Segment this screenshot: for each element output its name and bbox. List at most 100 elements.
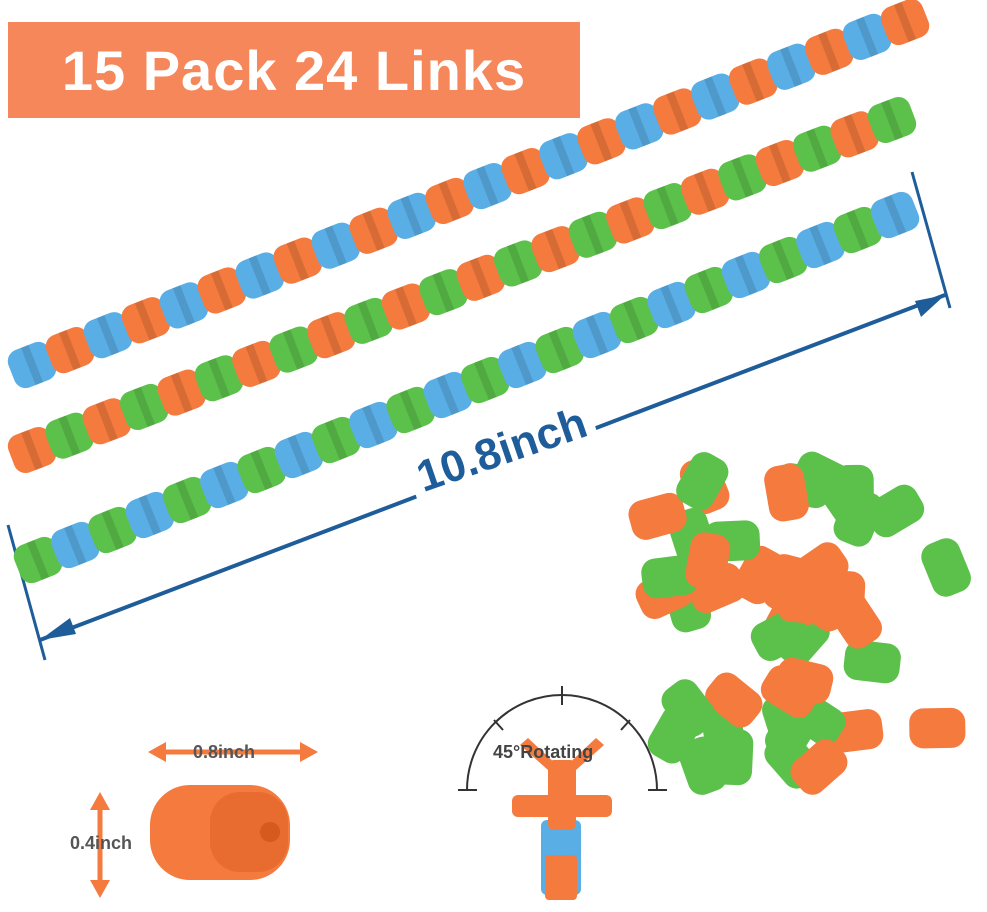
chain-link bbox=[45, 326, 95, 374]
chain-link bbox=[83, 312, 133, 359]
chain-link-joint bbox=[436, 374, 460, 416]
chain-link bbox=[796, 221, 845, 269]
chain-link-joint bbox=[250, 449, 273, 491]
chain-link bbox=[119, 383, 169, 431]
loose-link bbox=[641, 555, 699, 599]
chain-link-joint bbox=[248, 255, 271, 296]
chain-link bbox=[842, 13, 892, 61]
chain-link-joint bbox=[544, 229, 567, 270]
chain-link-joint bbox=[619, 200, 642, 241]
chain-link bbox=[880, 0, 930, 46]
chain-link-joint bbox=[628, 106, 651, 147]
chain-link bbox=[306, 312, 356, 359]
chain-link bbox=[425, 177, 474, 225]
chain-link-joint bbox=[893, 1, 917, 43]
toy-chain-blue-green bbox=[13, 191, 920, 584]
chain-link-joint bbox=[58, 415, 81, 456]
chain-link-joint bbox=[473, 359, 497, 401]
chain-link-joint bbox=[806, 128, 829, 169]
chain-link-joint bbox=[357, 300, 380, 341]
chain-link bbox=[344, 297, 393, 344]
single-link-dimension bbox=[90, 742, 318, 898]
chain-link-joint bbox=[511, 344, 534, 386]
chain-link bbox=[311, 222, 360, 269]
chain-link bbox=[539, 133, 588, 180]
chain-link-joint bbox=[96, 315, 119, 356]
chain-link-joint bbox=[469, 257, 492, 298]
chain-link bbox=[162, 476, 212, 524]
chain-link-joint bbox=[694, 171, 716, 212]
toy-chain-orange-green bbox=[7, 96, 917, 474]
chain-link-joint bbox=[697, 269, 720, 311]
loose-link bbox=[843, 640, 901, 684]
chain-link-joint bbox=[809, 224, 832, 266]
chain-link bbox=[194, 355, 244, 402]
chain-link bbox=[274, 431, 324, 479]
chain-link-joint bbox=[245, 343, 268, 385]
chain-link-joint bbox=[20, 344, 44, 386]
loose-link bbox=[705, 672, 763, 728]
loose-link bbox=[712, 728, 754, 786]
chain-link bbox=[125, 491, 175, 539]
chain-link bbox=[82, 398, 131, 445]
chain-link bbox=[653, 88, 702, 135]
rotation-label: 45°Rotating bbox=[493, 742, 594, 762]
chain-link bbox=[273, 237, 322, 284]
chain-link bbox=[572, 311, 622, 359]
chain-link-joint bbox=[846, 209, 869, 251]
chain-link bbox=[501, 148, 550, 195]
chain-link-joint bbox=[134, 300, 157, 341]
chain-link bbox=[615, 103, 664, 150]
chain-link bbox=[463, 162, 512, 210]
chain-link-joint bbox=[324, 419, 348, 461]
chain-link-joint bbox=[170, 372, 193, 413]
chain-link-joint bbox=[138, 494, 161, 536]
loose-link bbox=[685, 532, 731, 591]
chain-link bbox=[423, 371, 473, 419]
loose-link bbox=[676, 452, 729, 511]
chain-link-joint bbox=[432, 272, 455, 313]
chain-link bbox=[13, 536, 63, 584]
chain-link bbox=[7, 341, 57, 389]
height-label: 0.4inch bbox=[70, 833, 133, 853]
chain-link bbox=[647, 281, 696, 329]
chain-link-joint bbox=[101, 509, 124, 551]
chain-link bbox=[690, 73, 740, 120]
chain-link bbox=[200, 461, 249, 509]
loose-link bbox=[790, 739, 848, 795]
chain-link bbox=[419, 269, 468, 316]
chain-link-joint bbox=[476, 165, 499, 207]
chain-link bbox=[680, 168, 730, 215]
chain-link-joint bbox=[95, 401, 118, 442]
chain-link bbox=[232, 340, 281, 387]
chain-link bbox=[88, 506, 137, 554]
chain-link-joint bbox=[210, 270, 233, 311]
chain-link-joint bbox=[622, 299, 646, 341]
chain-link-joint bbox=[213, 464, 236, 506]
chain-link-joint bbox=[581, 214, 604, 255]
chain-link bbox=[531, 226, 580, 273]
chain-link-joint bbox=[399, 389, 422, 431]
chain-link-joint bbox=[58, 330, 81, 371]
loose-link bbox=[828, 590, 882, 649]
chain-link bbox=[381, 283, 431, 330]
chain-link-joint bbox=[514, 151, 537, 192]
chain-link bbox=[269, 326, 318, 373]
pack-size-banner: 15 Pack 24 Links bbox=[8, 22, 580, 118]
loose-link bbox=[785, 568, 842, 625]
chain-link bbox=[237, 446, 286, 494]
width-label: 0.8inch bbox=[193, 742, 256, 762]
chain-link bbox=[7, 426, 57, 474]
chain-link-joint bbox=[21, 429, 43, 471]
chain-link bbox=[387, 192, 436, 239]
loose-links-pile bbox=[628, 451, 971, 795]
loose-link bbox=[628, 492, 687, 540]
loose-link bbox=[764, 463, 809, 522]
chain-link bbox=[235, 252, 284, 299]
loose-link bbox=[909, 707, 966, 749]
chain-link-joint bbox=[324, 225, 347, 266]
chain-link-joint bbox=[590, 121, 613, 162]
chain-link-joint bbox=[286, 240, 309, 281]
chain-link-joint bbox=[780, 46, 803, 87]
